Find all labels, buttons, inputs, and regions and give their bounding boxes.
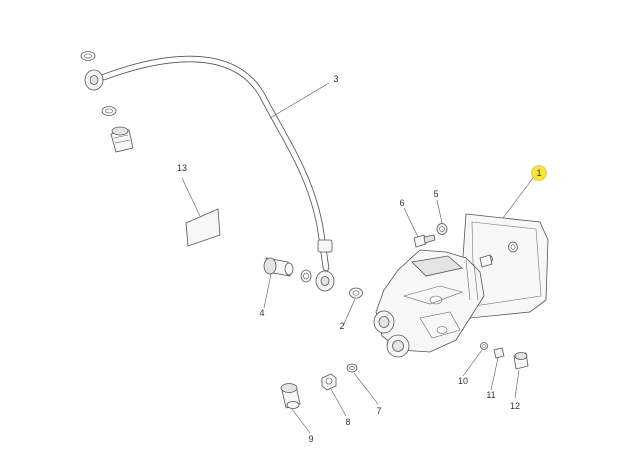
callout-3-label[interactable]: 3 [333,74,338,84]
part-4-fitting[interactable] [263,257,294,277]
part-9-plug[interactable] [280,383,301,409]
cooler-screw[interactable] [479,254,493,268]
callout-1[interactable]: 1 [531,165,547,181]
cooler-washer[interactable] [508,241,518,253]
part-7-washer[interactable] [346,363,358,373]
callout-1-label: 1 [536,168,541,178]
callout-8-label[interactable]: 8 [345,417,350,427]
part-11-plug[interactable] [493,347,505,359]
washer-banjo[interactable] [101,106,117,116]
callout-12-label[interactable]: 12 [510,401,520,411]
callout-7-label[interactable]: 7 [376,406,381,416]
callout-10-label[interactable]: 10 [458,376,468,386]
washer-top[interactable] [80,51,96,61]
part-3-oil-pipe[interactable] [84,55,335,292]
leader-lines [181,82,534,434]
part-1-filter-housing[interactable] [373,213,549,358]
part-5-washer[interactable] [436,223,448,235]
callout-6-label[interactable]: 6 [399,198,404,208]
callout-9-label[interactable]: 9 [308,434,313,444]
callout-4-label[interactable]: 4 [259,308,264,318]
part-2-washer[interactable] [349,287,363,299]
callout-13-label[interactable]: 13 [177,163,187,173]
part-6-screw[interactable] [413,234,436,248]
callout-5-label[interactable]: 5 [433,189,438,199]
part-13-label[interactable] [185,208,221,247]
callout-1-highlight [531,165,547,181]
part-12-plug[interactable] [513,352,529,370]
part-8-nut[interactable] [321,373,337,391]
callout-11-label[interactable]: 11 [486,390,495,400]
banjo-bolt-top[interactable] [110,126,134,153]
callout-2-label[interactable]: 2 [339,321,344,331]
part-10-seal[interactable] [480,342,488,350]
washer-near-4[interactable] [300,269,312,283]
